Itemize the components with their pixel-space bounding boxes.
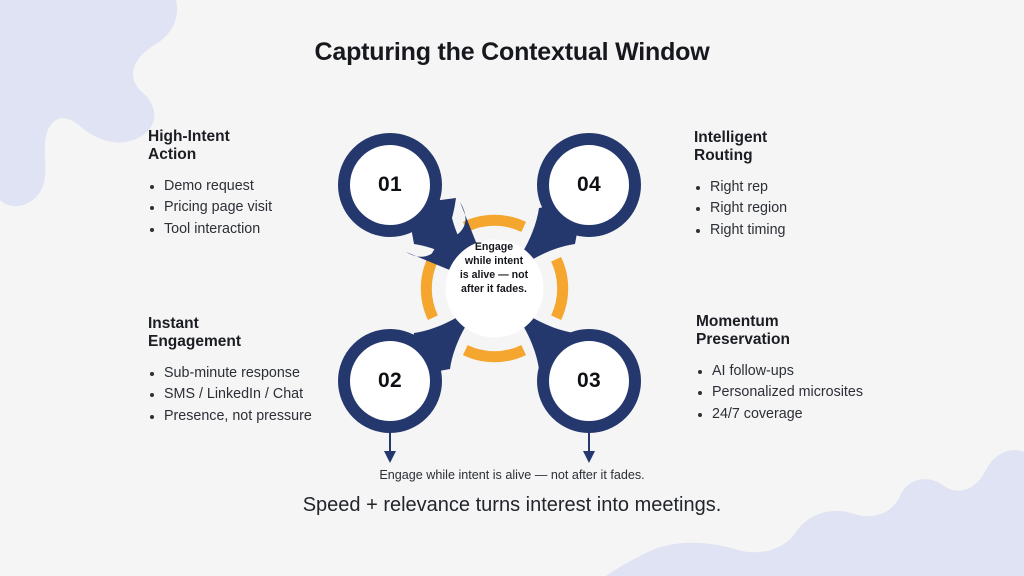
block-high-intent-action: High-Intent Action Demo request Pricing … (148, 128, 348, 241)
bullet-list-instant-engagement: Sub-minute response SMS / LinkedIn / Cha… (148, 363, 358, 428)
down-arrow-right-head-icon (583, 451, 595, 463)
node-number-04: 04 (577, 173, 601, 196)
list-item: Pricing page visit (148, 197, 348, 219)
list-item: AI follow-ups (696, 361, 911, 383)
node-circles (338, 133, 641, 433)
orange-ring (420, 214, 569, 363)
node-circle-04 (537, 133, 641, 237)
list-item: Tool interaction (148, 219, 348, 241)
list-item: Sub-minute response (148, 363, 358, 385)
list-item: 24/7 coverage (696, 404, 911, 426)
cycle-diagram (322, 116, 667, 461)
list-item: Presence, not pressure (148, 406, 358, 428)
list-item: Demo request (148, 176, 348, 198)
footer-caption-large: Speed + relevance turns interest into me… (302, 494, 722, 516)
node-number-03: 03 (577, 369, 601, 392)
hub-circle (445, 239, 544, 338)
orange-arc-left-icon (420, 256, 438, 321)
list-item: SMS / LinkedIn / Chat (148, 384, 358, 406)
bullet-list-high-intent-action: Demo request Pricing page visit Tool int… (148, 176, 348, 241)
block-heading-momentum-preservation: Momentum Preservation (696, 313, 790, 349)
orange-arc-top-icon (462, 214, 527, 232)
bullet-list-momentum-preservation: AI follow-ups Personalized microsites 24… (696, 361, 911, 426)
block-heading-intelligent-routing: Intelligent Routing (694, 129, 768, 165)
block-momentum-preservation: Momentum Preservation AI follow-ups Pers… (696, 313, 911, 426)
block-heading-instant-engagement: Instant Engagement (148, 315, 242, 351)
block-heading-high-intent-action: High-Intent Action (148, 128, 230, 164)
orange-arc-right-icon (551, 256, 569, 321)
hub-text: Engage while intent is alive — not after… (459, 241, 529, 296)
orange-arc-bottom-icon (462, 345, 527, 363)
block-intelligent-routing: Intelligent Routing Right rep Right regi… (694, 129, 904, 242)
list-item: Right timing (694, 220, 904, 242)
footer-caption-small: Engage while intent is alive — not after… (379, 468, 645, 482)
page-title: Capturing the Contextual Window (314, 38, 710, 66)
node-circle-01 (338, 133, 442, 237)
node-number-01: 01 (378, 173, 402, 196)
list-item: Personalized microsites (696, 382, 911, 404)
bullet-list-intelligent-routing: Right rep Right region Right timing (694, 177, 904, 242)
node-circle-03 (537, 329, 641, 433)
list-item: Right rep (694, 177, 904, 199)
node-circle-02 (338, 329, 442, 433)
node-number-02: 02 (378, 369, 402, 392)
block-instant-engagement: Instant Engagement Sub-minute response S… (148, 315, 358, 428)
down-arrow-left-head-icon (384, 451, 396, 463)
list-item: Right region (694, 198, 904, 220)
